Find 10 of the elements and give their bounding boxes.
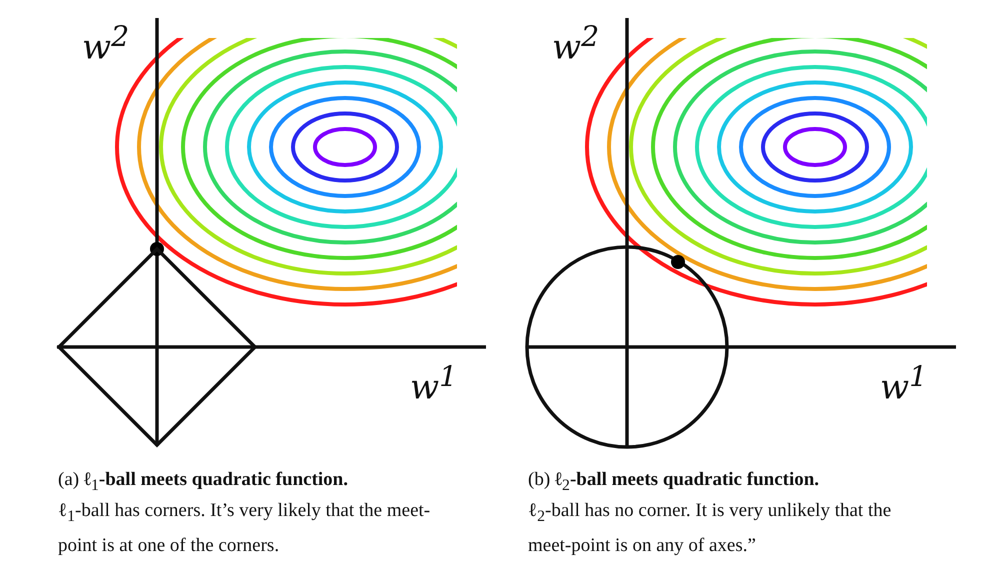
diamond-outline: [56, 246, 258, 448]
axis-label: w$^{1}$: [410, 360, 458, 408]
axis-label: w$^{2}$: [82, 20, 130, 68]
caption-text: ℓ$_{2}$-ball has no corner. It is very unlikely that the meet-point is on any of axes.”: [528, 499, 892, 558]
circle-outline: [525, 245, 729, 449]
caption-title: (b) ℓ$_{2}$-ball meets quadratic function.: [528, 468, 820, 496]
axis-label: w$^{2}$: [552, 20, 600, 68]
axis-label: w$^{1}$: [880, 360, 928, 408]
caption-text: ℓ$_{1}$-ball has corners. It’s very likely that the meet-point is at one of the corners.: [58, 499, 432, 558]
caption-title: (a) ℓ$_{1}$-ball meets quadratic function.: [58, 468, 349, 496]
